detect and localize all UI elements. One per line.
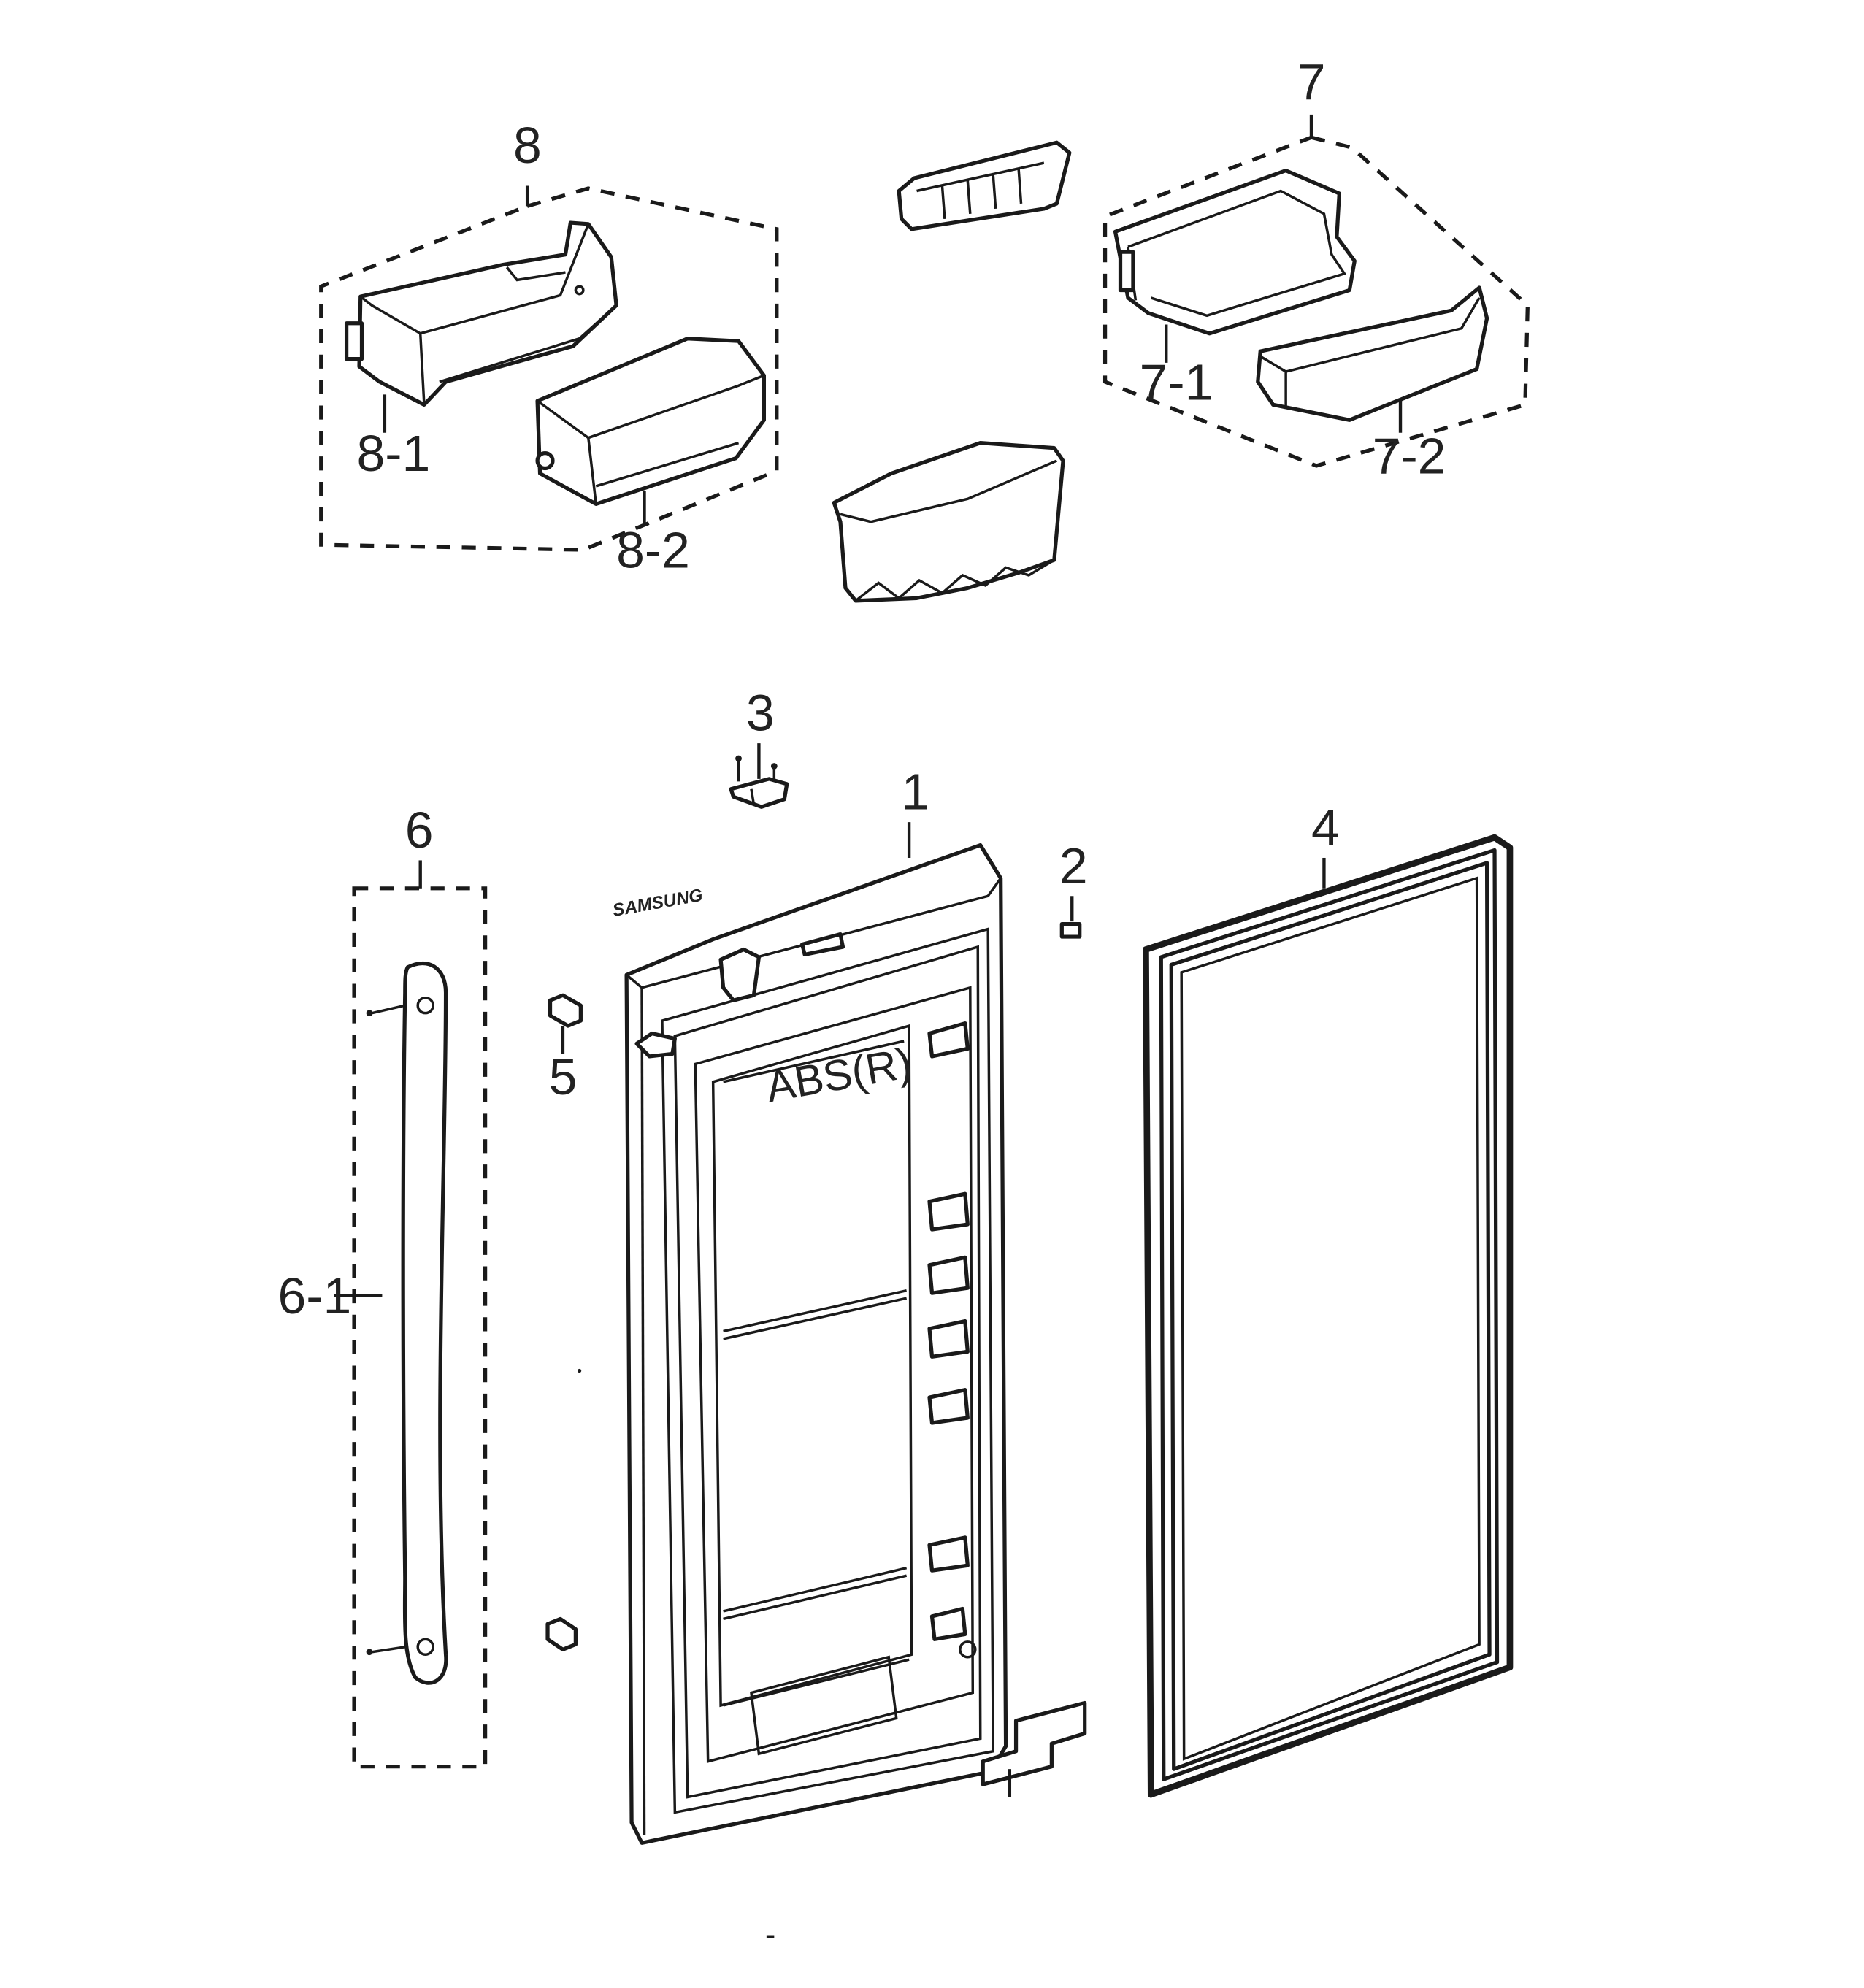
callout-3: 3 bbox=[746, 685, 775, 742]
part-4-door-gasket: 4 bbox=[1143, 799, 1514, 1798]
part-6-1-door-handle bbox=[366, 962, 448, 1685]
part-1-refrigerator-door: 1 SAMSUNG A bbox=[611, 764, 1087, 1845]
part-top-cover-strip bbox=[897, 140, 1072, 231]
assembly-7: 7 7-1 7-2 bbox=[1102, 53, 1530, 484]
callout-2: 2 bbox=[1059, 837, 1088, 894]
callout-6-1: 6-1 bbox=[277, 1267, 351, 1324]
callout-7-2: 7-2 bbox=[1373, 427, 1446, 484]
callout-5: 5 bbox=[549, 1048, 578, 1105]
assembly-6-boundary bbox=[352, 886, 488, 1769]
callout-8: 8 bbox=[513, 117, 542, 174]
part-3-upper-hinge: 3 bbox=[729, 685, 789, 809]
brand-mark: SAMSUNG bbox=[611, 886, 704, 921]
callout-7-1: 7-1 bbox=[1140, 353, 1213, 410]
assembly-8: 8 8-1 8-2 bbox=[319, 117, 779, 579]
assembly-7-boundary bbox=[1102, 135, 1530, 468]
callout-7: 7 bbox=[1297, 53, 1326, 110]
part-7-1-door-bin bbox=[1113, 168, 1357, 336]
callout-4: 4 bbox=[1311, 799, 1340, 856]
callout-6: 6 bbox=[405, 802, 434, 859]
part-5-hinge-bolt: 5 bbox=[545, 993, 583, 1651]
assembly-8-boundary bbox=[319, 186, 779, 552]
part-8-2-dairy-compartment bbox=[535, 337, 767, 506]
part-2-hinge-cap: 2 bbox=[1059, 837, 1088, 939]
callout-1: 1 bbox=[902, 764, 930, 821]
stray-mark bbox=[577, 1368, 582, 1373]
callout-8-2: 8-2 bbox=[616, 522, 690, 579]
part-7-2-door-guard bbox=[1256, 285, 1489, 422]
callout-8-1: 8-1 bbox=[357, 425, 431, 482]
part-egg-tray-bin bbox=[832, 441, 1065, 603]
assembly-6: 6 6-1 bbox=[277, 802, 488, 1769]
part-8-1-door-bin-bracket bbox=[344, 220, 618, 407]
